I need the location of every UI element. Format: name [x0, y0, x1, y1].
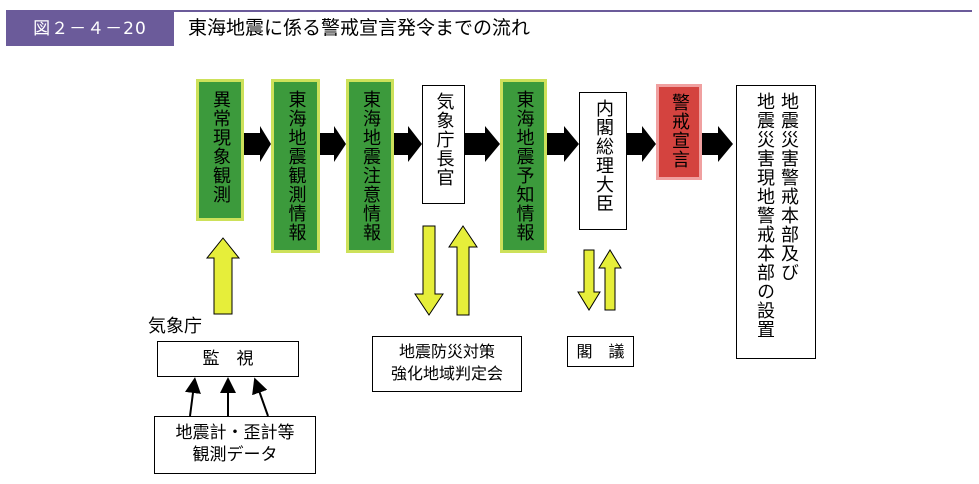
box-warning-declaration: 警戒宣言: [656, 84, 702, 180]
box-hq-establishment: 地震災害警戒本部及び 地震災害現地警戒本部の設置: [736, 85, 816, 359]
arrow-right-5: [547, 126, 579, 162]
arrow-up-cabinet: [598, 249, 622, 311]
box-abnormal-observation: 異常現象観測: [196, 79, 244, 221]
box-caution-info: 東海地震注意情報: [346, 79, 394, 253]
arrow-right-4: [465, 126, 500, 162]
box-monitoring: 監 視: [157, 341, 299, 377]
arrow-right-2: [320, 126, 346, 162]
agency-label: 気象庁: [148, 316, 202, 337]
data-line-left: [185, 377, 201, 417]
box-jma-director-label: 気象庁長官: [433, 92, 455, 187]
box-observation-info-label: 東海地震観測情報: [285, 90, 307, 242]
arrow-down-committee: [414, 225, 444, 316]
box-jma-director: 気象庁長官: [422, 85, 465, 204]
box-observation-data-line2: 観測データ: [192, 445, 278, 465]
box-hq-establishment-line1: 地震災害警戒本部及び: [778, 92, 799, 282]
box-assessment-committee-line2: 強化地域判定会: [390, 364, 503, 383]
box-hq-establishment-line2: 地震災害現地警戒本部の設置: [754, 92, 775, 339]
header-rule: [6, 10, 972, 12]
box-abnormal-observation-label: 異常現象観測: [210, 90, 231, 204]
box-assessment-committee: 地震防災対策 強化地域判定会: [372, 336, 522, 392]
box-monitoring-label: 監 視: [202, 349, 254, 369]
box-observation-data-line1: 地震計・歪計等: [175, 423, 295, 443]
box-warning-declaration-label: 警戒宣言: [669, 93, 690, 169]
box-observation-info: 東海地震観測情報: [271, 79, 320, 253]
figure-number-badge: 図２－４－20: [6, 12, 174, 46]
data-line-right: [252, 377, 269, 417]
arrow-right-3: [394, 126, 422, 162]
arrow-up-committee: [448, 225, 478, 316]
box-prediction-info-label: 東海地震予知情報: [513, 90, 535, 242]
box-cabinet-meeting: 閣 議: [567, 336, 634, 367]
page-title: 東海地震に係る警戒宣言発令までの流れ: [188, 17, 531, 39]
arrow-right-6: [627, 126, 656, 162]
box-prime-minister: 内閣総理大臣: [579, 92, 627, 230]
box-assessment-committee-line1: 地震防災対策: [398, 342, 495, 361]
arrow-down-cabinet: [577, 249, 601, 311]
box-cabinet-meeting-label: 閣 議: [576, 342, 625, 361]
box-prime-minister-label: 内閣総理大臣: [593, 99, 614, 213]
arrow-right-1: [244, 126, 271, 162]
box-prediction-info: 東海地震予知情報: [500, 79, 547, 253]
box-observation-data: 地震計・歪計等 観測データ: [154, 416, 316, 474]
arrow-up-monitor: [205, 237, 241, 315]
arrow-right-7: [702, 126, 733, 162]
box-caution-info-label: 東海地震注意情報: [360, 90, 381, 242]
